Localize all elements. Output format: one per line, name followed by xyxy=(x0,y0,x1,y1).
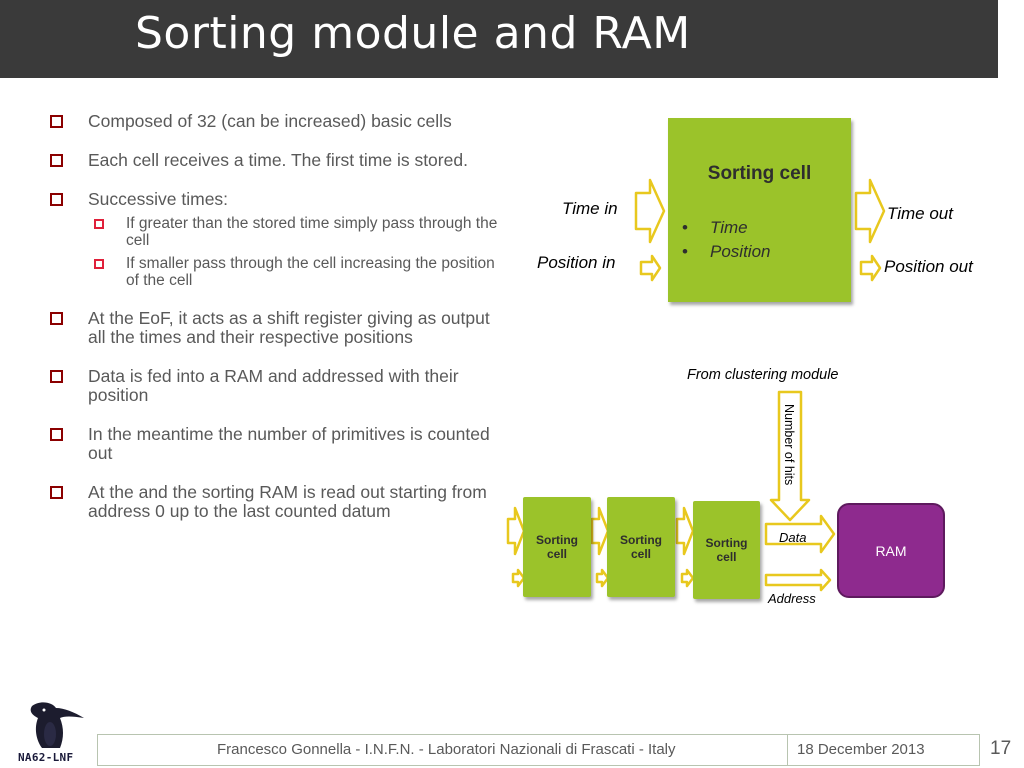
sub-bullet-item: If smaller pass through the cell increas… xyxy=(88,255,506,289)
address-label: Address xyxy=(768,591,816,606)
pipeline-pos-arrow-2 xyxy=(595,568,610,588)
sorting-cell-2: Sorting cell xyxy=(607,497,675,597)
number-of-hits-label: Number of hits xyxy=(782,404,796,486)
bullet-item: Successive times: If greater than the st… xyxy=(46,190,506,289)
bullet-item: In the meantime the number of primitives… xyxy=(46,425,506,463)
sorting-cell-1: Sorting cell xyxy=(523,497,591,597)
sorting-cell-contents: •Time •Position xyxy=(682,216,770,264)
pipeline-time-arrow-2 xyxy=(590,506,610,556)
sub-bullet-list: If greater than the stored time simply p… xyxy=(88,215,506,289)
data-arrow xyxy=(764,514,836,554)
bullet-item: Each cell receives a time. The first tim… xyxy=(46,151,506,170)
pipeline-time-arrow-1 xyxy=(506,506,526,556)
sub-bullet-item: If greater than the stored time simply p… xyxy=(88,215,506,249)
footer-box xyxy=(97,734,980,766)
sorting-cell-item-position: •Position xyxy=(682,242,771,261)
footer-separator xyxy=(787,735,788,765)
time-in-label: Time in xyxy=(562,199,618,218)
number-of-hits-arrow xyxy=(769,390,811,522)
bullet-item: At the and the sorting RAM is read out s… xyxy=(46,483,506,521)
sorting-cell-title: Sorting cell xyxy=(707,163,812,184)
sorting-cell-3: Sorting cell xyxy=(693,501,760,599)
footer-author: Francesco Gonnella - I.N.F.N. - Laborato… xyxy=(217,741,676,758)
logo-text: NA62-LNF xyxy=(18,751,74,764)
bullet-item: At the EoF, it acts as a shift register … xyxy=(46,309,506,347)
address-arrow xyxy=(764,568,832,592)
position-out-arrow xyxy=(859,254,882,282)
title-bar: Sorting module and RAM xyxy=(0,0,998,78)
ram-block: RAM xyxy=(837,503,945,598)
from-clustering-label: From clustering module xyxy=(687,367,839,383)
sorting-cell-detail: Sorting cell •Time •Position xyxy=(668,118,851,302)
bullet-item: Composed of 32 (can be increased) basic … xyxy=(46,112,506,131)
time-out-arrow xyxy=(854,178,886,244)
position-in-label: Position in xyxy=(537,253,616,272)
pipeline-pos-arrow-1 xyxy=(511,568,526,588)
na62-penguin-logo xyxy=(30,702,84,748)
page-number: 17 xyxy=(990,738,1012,759)
bullet-item: Data is fed into a RAM and addressed wit… xyxy=(46,367,506,405)
time-out-label: Time out xyxy=(887,204,953,223)
time-in-arrow xyxy=(634,178,666,244)
slide-title: Sorting module and RAM xyxy=(135,8,691,59)
position-in-arrow xyxy=(639,254,662,282)
footer-date: 18 December 2013 xyxy=(797,741,925,758)
pipeline-time-arrow-3 xyxy=(675,506,695,556)
sorting-cell-item-time: •Time xyxy=(682,218,748,237)
data-label: Data xyxy=(779,530,807,545)
position-out-label: Position out xyxy=(884,257,973,276)
bullet-list: Composed of 32 (can be increased) basic … xyxy=(46,112,506,541)
pipeline-pos-arrow-3 xyxy=(680,568,695,588)
